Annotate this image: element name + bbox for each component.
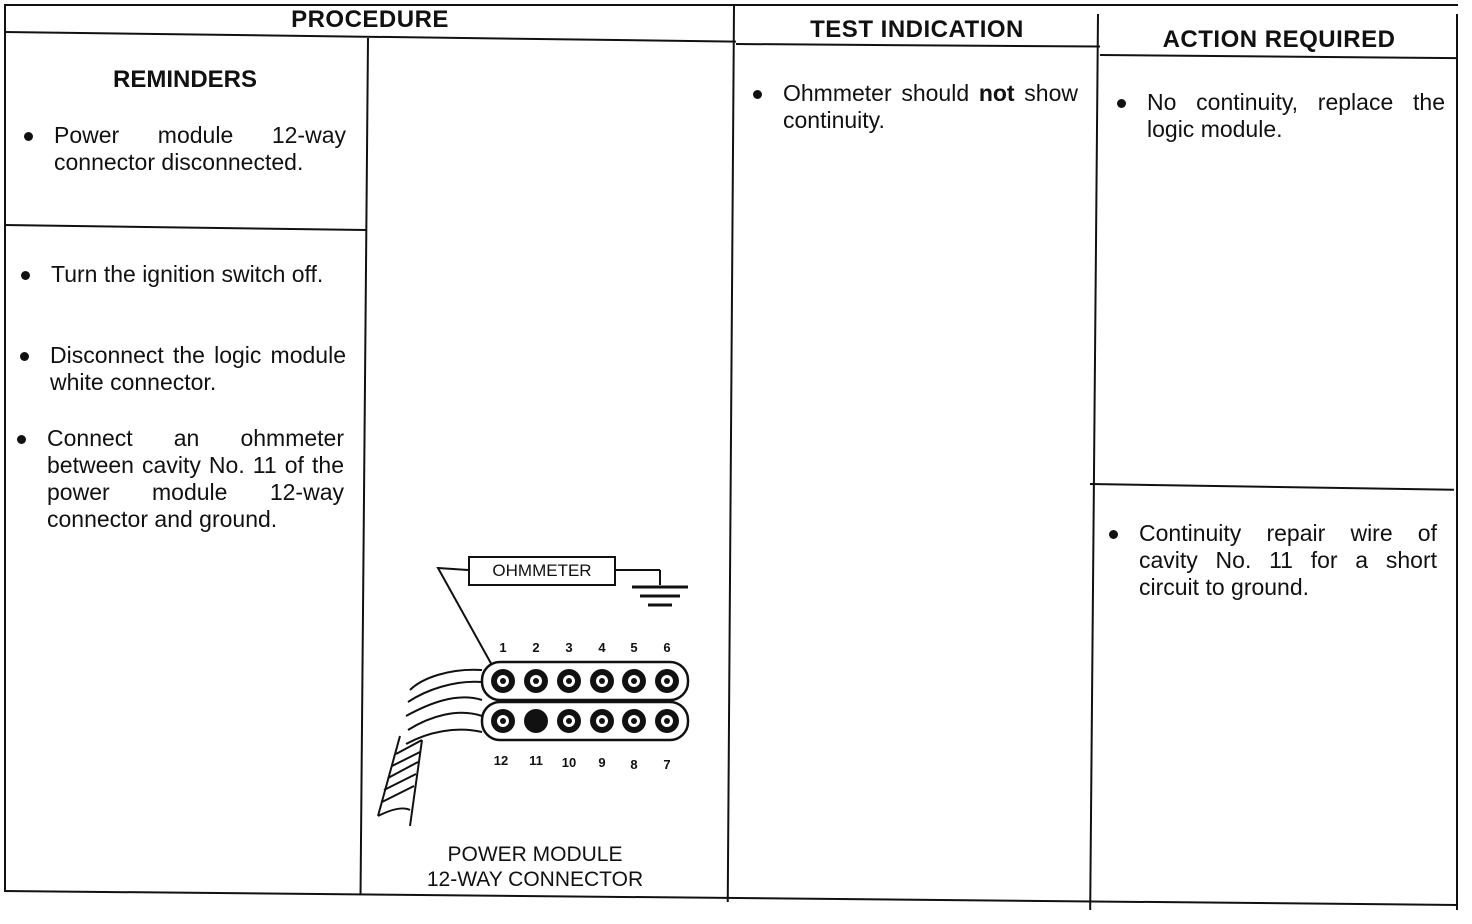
procedure-step: Disconnect the logic module white connec… xyxy=(20,342,346,396)
row-divider-actions xyxy=(1089,483,1454,491)
top-row-cavities xyxy=(491,669,679,693)
outer-top-border xyxy=(4,4,1458,6)
ohmmeter-label: OHMMETER xyxy=(492,561,592,580)
connector-diagram-drawing xyxy=(377,566,690,827)
diagram-caption: POWER MODULE 12-WAY CONNECTOR xyxy=(380,842,690,892)
bullet-icon xyxy=(1117,99,1126,108)
connector-diagram: OHMMETER 1 2 3 4 5 6 12 11 10 9 8 7 xyxy=(370,540,730,840)
header-test-indication: TEST INDICATION xyxy=(810,16,1024,43)
pin-number: 10 xyxy=(561,755,577,770)
outer-right-border xyxy=(1456,14,1458,910)
ohmmeter-box: OHMMETER xyxy=(468,556,616,586)
wire-harness-icon xyxy=(377,668,483,827)
pin-number: 5 xyxy=(630,640,638,655)
col-divider-test-action xyxy=(1089,14,1099,910)
procedure-step-text: Disconnect the logic module white connec… xyxy=(50,342,346,395)
bullet-icon xyxy=(20,352,29,361)
test-indication-item: Ohmmeter should not show continuity. xyxy=(753,80,1078,134)
outer-bottom-border xyxy=(3,890,1458,906)
action-item: Continuity repair wire of cavity No. 11 … xyxy=(1109,520,1437,601)
cavity-11-probe-point xyxy=(524,709,548,733)
pin-number: 1 xyxy=(499,640,507,655)
bullet-icon xyxy=(21,271,30,280)
bullet-icon xyxy=(17,435,26,444)
ohmmeter-lead-left xyxy=(436,566,499,677)
procedure-step-text: Connect an ohmmeter between cavity No. 1… xyxy=(47,425,344,532)
test-indication-emphasis: not xyxy=(978,80,1015,106)
pin-number: 2 xyxy=(532,640,540,655)
procedure-step: Connect an ohmmeter between cavity No. 1… xyxy=(17,425,344,533)
header-divider-action xyxy=(1099,54,1458,60)
header-action-required: ACTION REQUIRED xyxy=(1162,26,1396,53)
action-text: No continuity, replace the logic module. xyxy=(1147,89,1445,142)
action-text: Continuity repair wire of cavity No. 11 … xyxy=(1139,520,1437,600)
pin-number: 6 xyxy=(663,640,671,655)
col-divider-reminders-diagram xyxy=(359,38,369,895)
pin-number: 11 xyxy=(529,753,543,768)
pin-number: 4 xyxy=(598,640,606,655)
bullet-icon xyxy=(1109,530,1118,539)
pin-number: 9 xyxy=(598,755,606,770)
diagram-caption-line2: 12-WAY CONNECTOR xyxy=(426,868,644,891)
procedure-step-text: Turn the ignition switch off. xyxy=(51,261,324,287)
diagram-caption-line1: POWER MODULE xyxy=(447,843,623,866)
reminders-title: REMINDERS xyxy=(112,66,257,93)
test-indication-text-before: Ohmmeter should xyxy=(783,80,979,106)
reminder-item: Power module 12-way connector disconnect… xyxy=(24,122,346,176)
reminder-text: Power module 12-way connector disconnect… xyxy=(54,122,346,175)
ground-symbol-icon xyxy=(632,585,688,607)
outer-left-border xyxy=(4,4,6,890)
header-procedure: PROCEDURE xyxy=(291,6,449,33)
bullet-icon xyxy=(753,90,762,99)
test-indication-text-after: show continuity. xyxy=(783,80,1078,133)
pin-number: 12 xyxy=(493,753,509,768)
bottom-row-cavities xyxy=(491,709,679,733)
procedure-step: Turn the ignition switch off. xyxy=(21,261,346,288)
pin-number: 7 xyxy=(663,757,671,772)
bullet-icon xyxy=(24,132,33,141)
pin-number: 8 xyxy=(630,757,638,772)
row-divider-reminders xyxy=(3,224,366,232)
action-item: No continuity, replace the logic module. xyxy=(1117,89,1445,143)
pin-number: 3 xyxy=(565,640,573,655)
